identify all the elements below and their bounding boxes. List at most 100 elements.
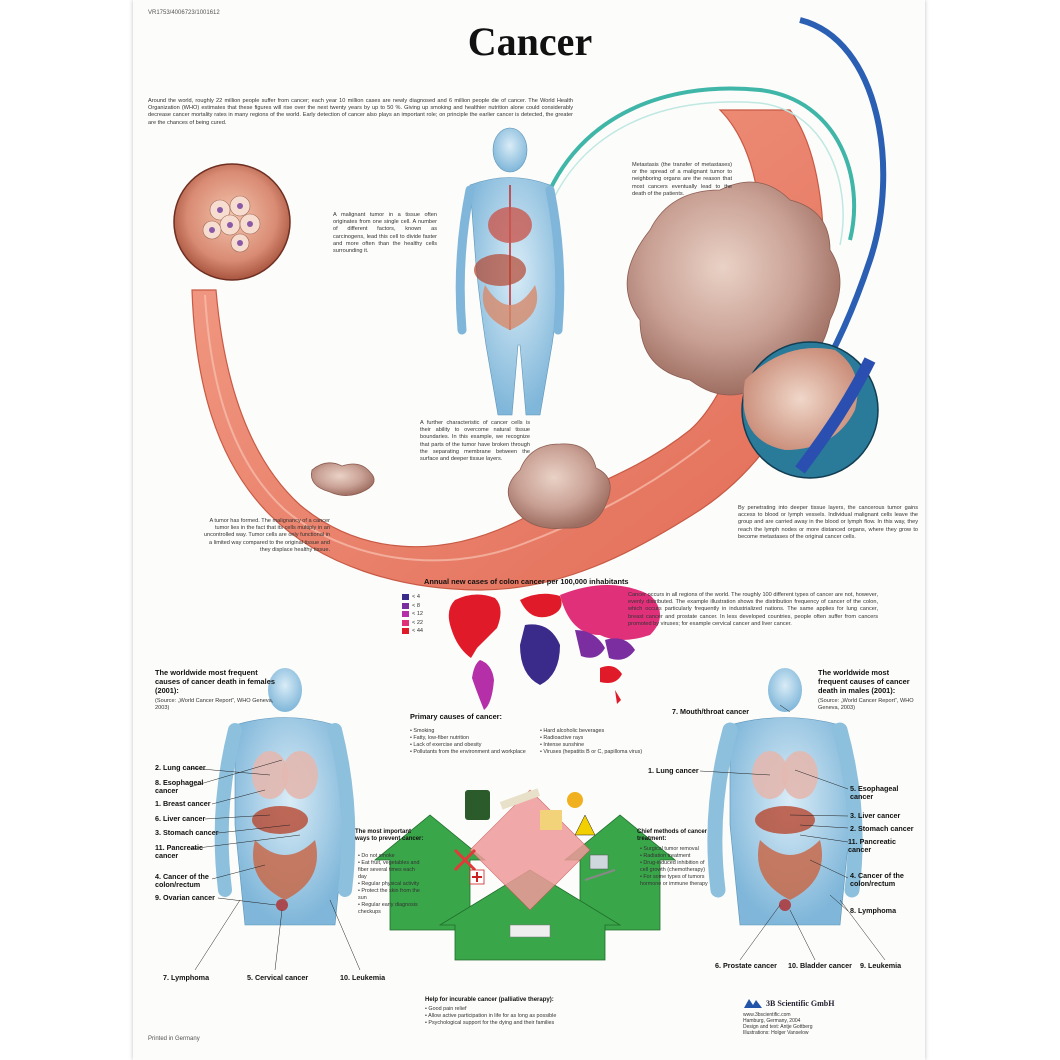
legend-row: < 22 bbox=[402, 619, 423, 628]
treatment-heading: Chief methods of cancer treatment: bbox=[637, 829, 708, 842]
primary-item: Smoking bbox=[410, 728, 540, 735]
label-female-lung: 2. Lung cancer bbox=[155, 763, 206, 772]
note-regions: Cancer occurs in all regions of the worl… bbox=[628, 592, 878, 627]
intro-text: Around the world, roughly 22 million peo… bbox=[148, 98, 573, 126]
label-female-leukemia: 10. Leukemia bbox=[340, 973, 386, 982]
label-female-ovarian: 9. Ovarian cancer bbox=[155, 893, 215, 902]
human-figure-center bbox=[455, 127, 565, 416]
publisher-url: www.3bscientific.com bbox=[743, 1012, 791, 1018]
treatment-item: For some types of tumors hormone or immu… bbox=[640, 874, 710, 888]
legend-swatch bbox=[402, 611, 409, 618]
prevent-list: Do not smoke Eat fruit, vegetables and f… bbox=[358, 853, 424, 916]
publisher-info: www.3bscientific.com Hamburg, Germany, 2… bbox=[743, 1012, 873, 1036]
male-figure bbox=[707, 668, 863, 926]
poster-code: VR1753/4006723/1001612 bbox=[148, 10, 220, 16]
prevent-item: Eat fruit, vegetables and fiber several … bbox=[358, 860, 424, 881]
prevent-item: Regular early diagnosis checkups bbox=[358, 902, 424, 916]
primary-heading: Primary causes of cancer: bbox=[410, 712, 503, 721]
female-leader-lines bbox=[189, 759, 361, 971]
label-female-stomach: 3. Stomach cancer bbox=[155, 828, 219, 837]
label-female-pancreatic: 11. Pancreatic cancer bbox=[155, 843, 203, 860]
note-tumor-formed: A tumor has formed. The malignancy of a … bbox=[203, 518, 330, 553]
label-female-liver: 6. Liver cancer bbox=[155, 814, 206, 823]
label-male-pancreatic: 11. Pancreatic cancer bbox=[848, 837, 896, 854]
label-female-esophageal: 8. Esophageal cancer bbox=[155, 778, 204, 795]
treatment-item: Surgical tumor removal bbox=[640, 846, 710, 853]
prevention-treatment-diagram bbox=[373, 788, 677, 961]
legend-label: < 12 bbox=[412, 611, 424, 618]
legend-label: < 8 bbox=[412, 602, 420, 609]
printed-note: Printed in Germany bbox=[148, 1036, 200, 1042]
colon-tissue-curve bbox=[191, 109, 825, 591]
legend-label: < 44 bbox=[412, 628, 424, 635]
female-figure bbox=[214, 668, 356, 926]
label-female-colon: 4. Cancer of the colon/rectum bbox=[155, 872, 209, 889]
label-male-colon: 4. Cancer of the colon/rectum bbox=[850, 871, 904, 888]
publisher-illustrations: Illustrations: Holger Vanselow bbox=[743, 1030, 809, 1036]
prevent-item: Regular physical activity bbox=[358, 881, 424, 888]
legend-row: < 4 bbox=[402, 593, 423, 602]
female-heading: The worldwide most frequent causes of ca… bbox=[155, 668, 275, 695]
primary-item: Radioactive rays bbox=[540, 735, 680, 742]
palliative-item: Psychological support for the dying and … bbox=[425, 1020, 625, 1027]
legend-swatch bbox=[402, 619, 409, 626]
note-malignant-tumor: A malignant tumor in a tissue often orig… bbox=[333, 212, 437, 255]
lymph-vessel-2 bbox=[543, 101, 844, 246]
green-house bbox=[438, 869, 622, 961]
prevent-heading: The most important ways to prevent cance… bbox=[355, 829, 424, 842]
map-legend: < 4 < 8 < 12 < 22 < 44 bbox=[402, 593, 423, 636]
poster-title: Cancer bbox=[467, 19, 593, 64]
legend-row: < 44 bbox=[402, 627, 423, 636]
small-tumor bbox=[311, 462, 375, 496]
publisher-design: Design and text: Antje Gottberg bbox=[743, 1024, 813, 1030]
publisher-name: 3B Scientific GmbH bbox=[766, 998, 835, 1008]
prevent-item: Do not smoke bbox=[358, 853, 424, 860]
label-female-lymphoma: 7. Lymphoma bbox=[163, 973, 210, 982]
label-male-mouth: 7. Mouth/throat cancer bbox=[672, 707, 750, 716]
male-source: (Source: „World Cancer Report“, WHO Gene… bbox=[818, 698, 914, 712]
legend-swatch bbox=[402, 594, 409, 601]
legend-label: < 22 bbox=[412, 619, 424, 626]
label-male-leukemia: 9. Leukemia bbox=[860, 961, 902, 970]
primary-item: Lack of exercise and obesity bbox=[410, 742, 540, 749]
male-heading: The worldwide most frequent causes of ca… bbox=[818, 668, 910, 695]
medium-tumor bbox=[507, 443, 611, 529]
treatment-list: Surgical tumor removal Radiation treatme… bbox=[640, 846, 710, 888]
palliative-heading: Help for incurable cancer (palliative th… bbox=[425, 997, 554, 1003]
primary-item: Hard alcoholic beverages bbox=[540, 728, 680, 735]
colon-tissue-inner-line bbox=[204, 294, 711, 562]
legend-row: < 12 bbox=[402, 610, 423, 619]
prevent-item: Protect the skin from the sun bbox=[358, 888, 424, 902]
primary-item: Pollutants from the environment and work… bbox=[410, 749, 540, 756]
legend-swatch bbox=[402, 602, 409, 609]
legend-swatch bbox=[402, 628, 409, 635]
label-male-esophageal: 5. Esophageal cancer bbox=[850, 784, 899, 801]
blood-vessel-zoom bbox=[795, 357, 876, 474]
label-male-bladder: 10. Bladder cancer bbox=[788, 961, 852, 970]
label-male-lymphoma: 8. Lymphoma bbox=[850, 906, 897, 915]
3b-logo-icon bbox=[744, 999, 762, 1008]
label-female-cervical: 5. Cervical cancer bbox=[247, 973, 309, 982]
large-tumor bbox=[626, 181, 841, 396]
label-male-lung: 1. Lung cancer bbox=[648, 766, 699, 775]
publisher-place: Hamburg, Germany, 2004 bbox=[743, 1018, 801, 1024]
label-male-prostate: 6. Prostate cancer bbox=[715, 961, 777, 970]
primary-list-left: Smoking Fatty, low-fiber nutrition Lack … bbox=[410, 728, 540, 756]
legend-row: < 8 bbox=[402, 602, 423, 611]
publisher-block: 3B Scientific GmbH bbox=[743, 996, 834, 1010]
primary-item: Viruses (hepatitis B or C, papilloma vir… bbox=[540, 749, 680, 756]
palliative-item: Good pain relief bbox=[425, 1006, 625, 1013]
label-male-liver: 3. Liver cancer bbox=[850, 811, 901, 820]
palliative-item: Allow active participation in life for a… bbox=[425, 1013, 625, 1020]
palliative-list: Good pain relief Allow active participat… bbox=[425, 1006, 625, 1027]
male-leader-lines bbox=[699, 704, 886, 961]
lymph-vessel bbox=[538, 86, 857, 241]
note-further-characteristic: A further characteristic of cancer cells… bbox=[420, 420, 530, 463]
treatment-item: Radiation treatment bbox=[640, 853, 710, 860]
note-metastasis: Metastasis (the transfer of metastases) … bbox=[632, 162, 732, 197]
world-map bbox=[448, 585, 660, 710]
primary-item: Intense sunshine bbox=[540, 742, 680, 749]
female-source: (Source: „World Cancer Report“, WHO Gene… bbox=[155, 698, 274, 712]
